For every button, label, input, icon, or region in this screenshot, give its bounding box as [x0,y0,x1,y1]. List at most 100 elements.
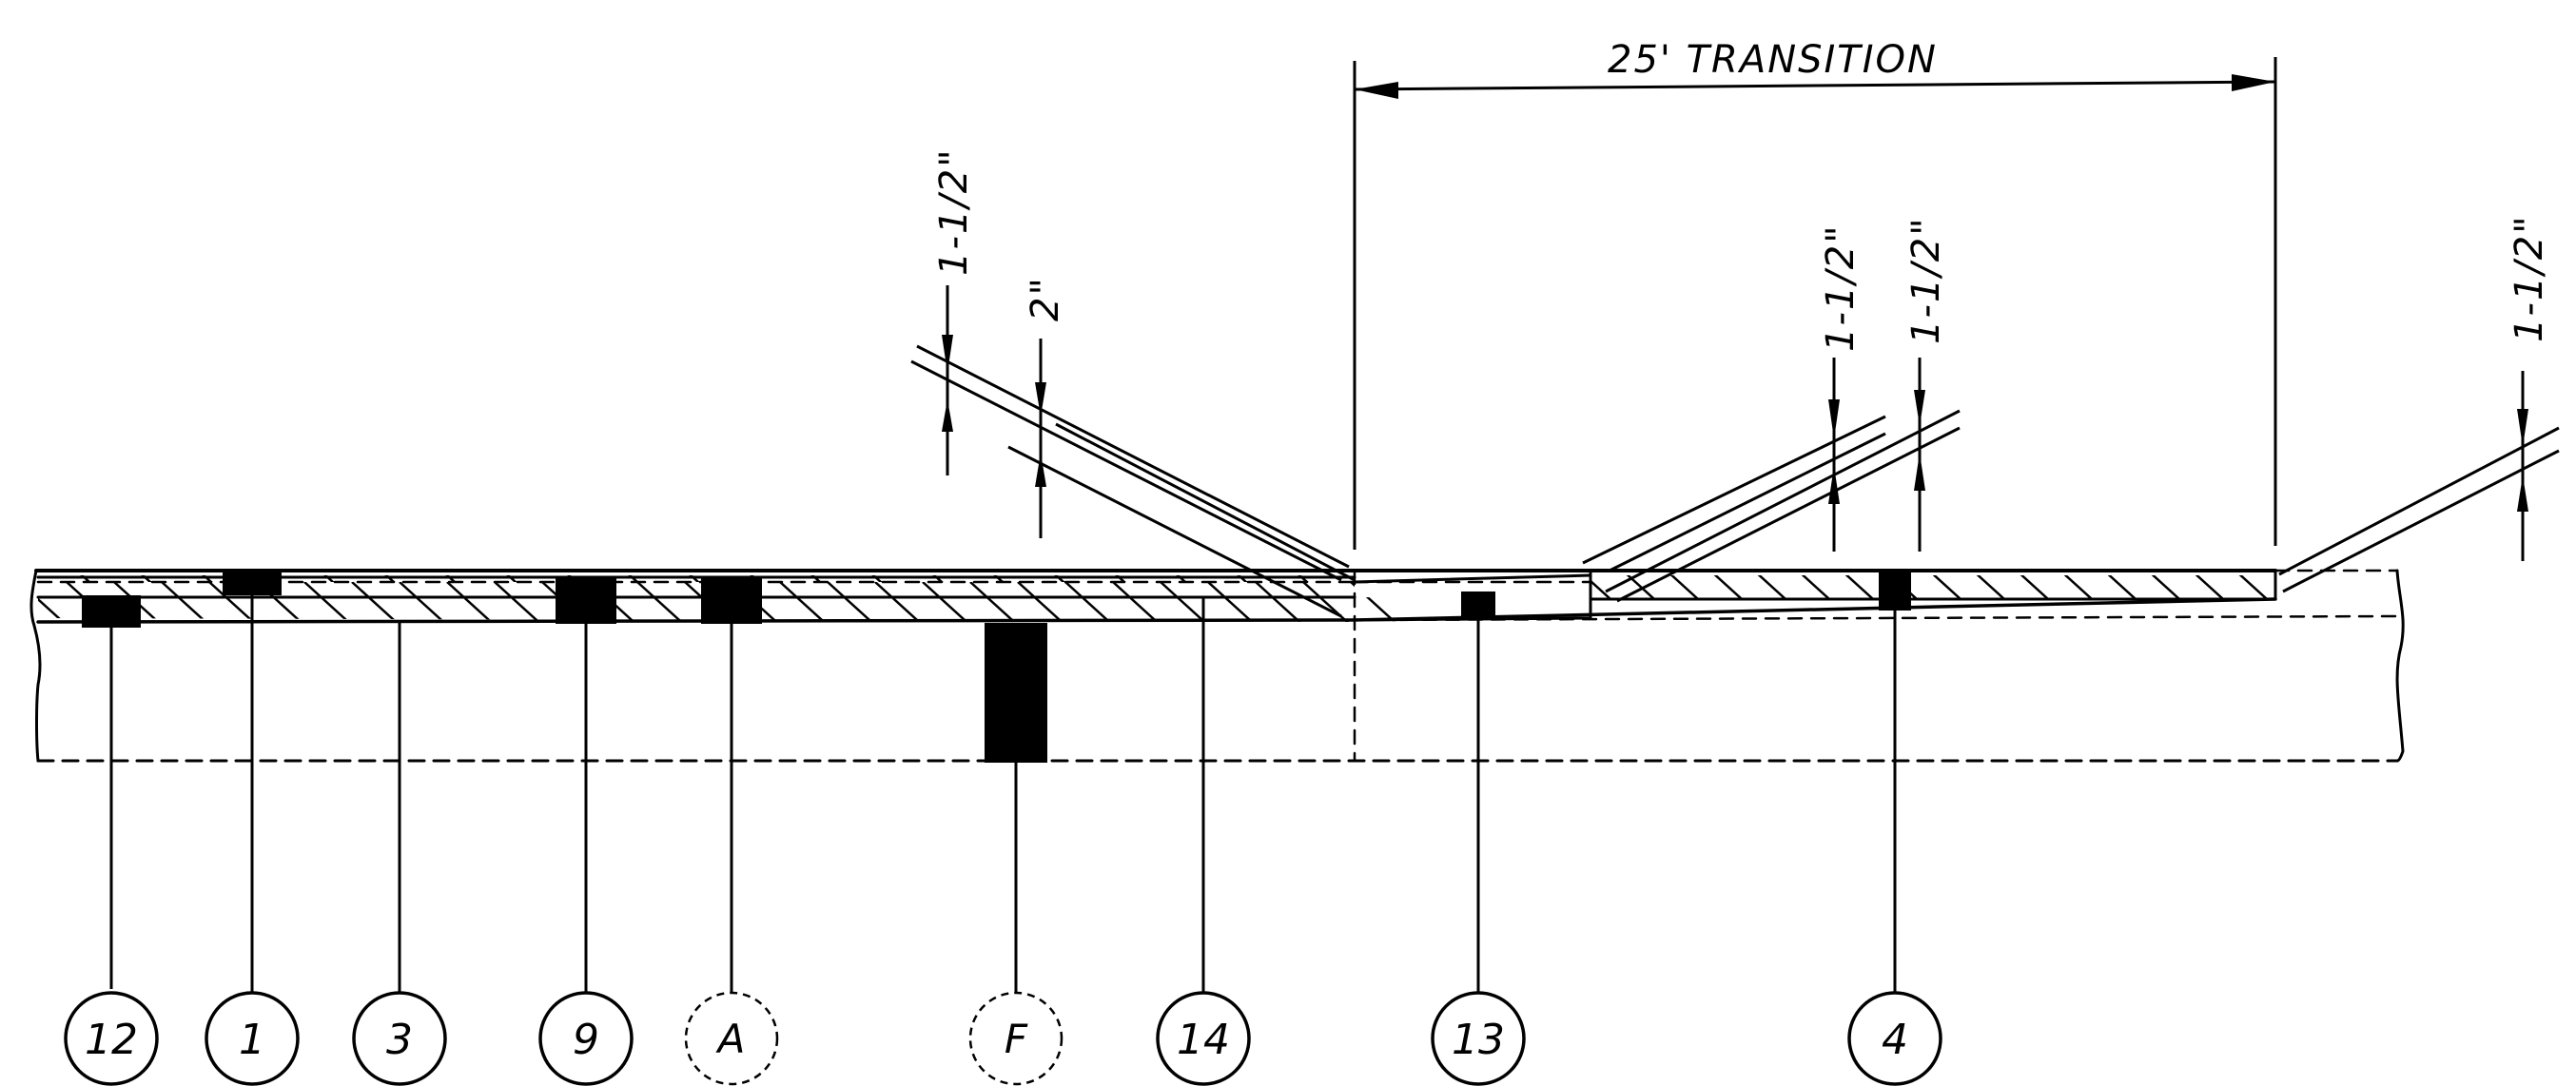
hatch-line [2191,575,2227,599]
callout-leaders [109,593,1897,993]
callout-bubble [352,991,447,1086]
hatch-line [79,575,91,582]
transition-arrow-left [1355,82,1398,99]
svg-text:A: A [715,1016,746,1062]
hatch-line [1114,575,1126,582]
hatch-line [1666,575,1702,599]
callout-a: A [684,991,779,1086]
transition-arrow-right [2232,74,2275,91]
hatch-line [140,575,152,582]
hatch-line [446,582,495,622]
callout-bubble-dashed [968,991,1064,1086]
callout-12: 12 [64,991,159,1086]
hatch-line [399,582,447,622]
hatch-line [922,582,970,622]
hatch-line [1053,575,1065,582]
far-right-dimension-assembly [2278,371,2560,593]
hatch-line [1236,575,1248,582]
marker-f [985,623,1047,763]
dim3-arrow-top [1828,399,1840,439]
hatch-line [1112,582,1161,622]
dim5-arrow-bottom [2517,475,2528,512]
dim4-arrow-top [1914,390,1925,426]
dim1-arrow-bottom [942,399,953,432]
hatch-line [2103,575,2139,599]
callout-13: 13 [1431,991,1526,1086]
hatch-line [1302,582,1351,622]
hatch-line [1175,575,1187,582]
hatch-line [1622,575,1658,599]
dimension-1-label: 1-1/2" [932,147,976,276]
hatch-line [1017,582,1065,622]
hatch-line [505,575,517,582]
hatch-line [627,575,639,582]
hatch-line [2059,575,2096,599]
wedge-edge [1353,573,1592,584]
hatch-line [827,582,875,622]
hatch-line [688,575,700,582]
dim3-arrow-bottom [1828,466,1840,504]
hatch-line [2147,575,2183,599]
hatch-line [1797,575,1833,599]
hatch-line [2016,575,2052,599]
callout-bubble [64,991,159,1086]
hatch-line [1160,582,1208,622]
dimension-5-label: 1-1/2" [2508,214,2551,342]
hatch-line [1064,582,1113,622]
transition-label: 25' TRANSITION [1608,38,1938,82]
hatch-line [1255,582,1303,622]
hatch-line [38,582,67,622]
svg-text:1: 1 [239,1016,265,1064]
hatch-line [322,575,335,582]
svg-text:F: F [1005,1016,1028,1062]
hatch-line [992,575,1005,582]
right-break-line [2395,569,2405,763]
callout-bubble [1847,991,1942,1086]
marker-12 [82,595,141,628]
marker-13 [1461,591,1495,620]
hatch-line [1753,575,1789,599]
wedge-hatching [1590,575,2271,599]
callout-bubble [1156,991,1251,1086]
left-dimension-assembly [910,285,1356,618]
callout-9: 9 [538,991,634,1086]
hatch-line [636,582,685,622]
svg-text:13: 13 [1452,1016,1505,1064]
hatch-line [1590,575,1614,599]
hatch-line [874,582,923,622]
hatch-line [810,575,822,582]
hatch-line [19,573,29,583]
hatch-line [201,575,213,582]
dimension-4-label: 1-1/2" [1904,216,1948,344]
callout-bubble [538,991,634,1086]
svg-text:9: 9 [573,1016,599,1064]
svg-text:3: 3 [386,1016,413,1064]
black-markers [82,571,1911,763]
callout-f: F [968,991,1064,1086]
hatch-line [303,582,352,622]
svg-text:12: 12 [85,1016,138,1064]
hatch-line [1841,575,1877,599]
callout-3: 3 [352,991,447,1086]
callout-bubble [205,991,300,1086]
callout-bubble [1431,991,1526,1086]
hatch-line [1297,575,1309,582]
hatch-line [444,575,457,582]
hatch-line [1350,582,1398,622]
marker-4 [1879,571,1911,611]
hatch-line [931,575,944,582]
marker-9 [556,578,616,624]
callout-14: 14 [1156,991,1251,1086]
dim5-arrow-top [2517,409,2528,447]
hatch-line [383,575,396,582]
callout-bubble-dashed [684,991,779,1086]
transition-dimension-line [1354,80,2276,91]
hatch-line [1207,582,1256,622]
dimension-3-label: 1-1/2" [1819,223,1863,352]
hatch-line [870,575,883,582]
hatch-line [1709,575,1746,599]
hatch-line [161,582,209,622]
left-break-line [29,569,42,763]
svg-text:4: 4 [1882,1016,1908,1064]
